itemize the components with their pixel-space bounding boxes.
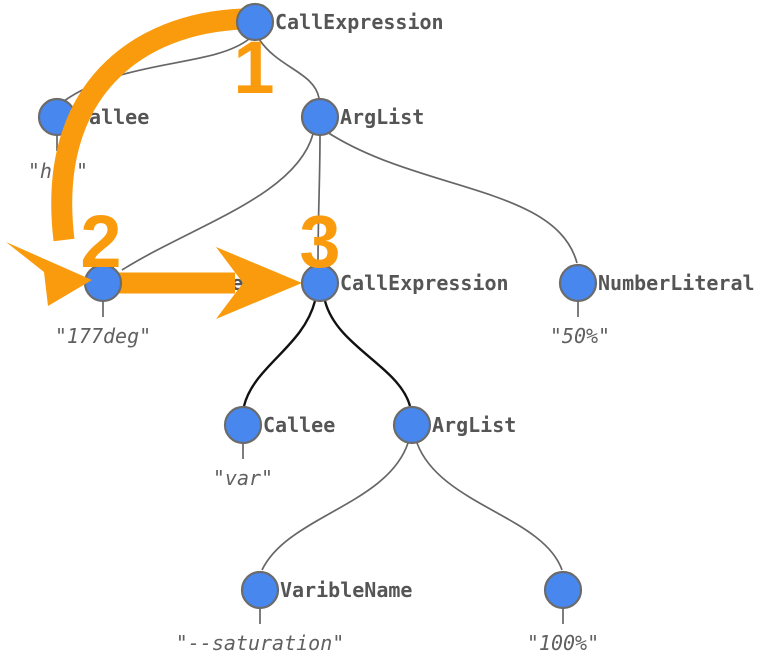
node-callexpression-inner-circle [300,263,340,303]
step-2-number: 2 [80,200,121,283]
node-arglist-outer-circle [300,97,340,137]
label-numberliteral-pct: NumberLiteral [598,271,755,295]
edge-arglist-to-callexpression [317,135,321,265]
edge-call2-to-arglist2 [323,300,412,407]
label-arglist-inner: ArgList [432,413,516,437]
step-3-number: 3 [299,200,340,283]
edge-arglist2-to-variblename [261,442,409,571]
node-callee-var-circle [223,405,263,445]
traversal-arrow-2-3-head [216,247,302,319]
value-50pct: "50%" [550,324,610,348]
label-callee-var: Callee [263,413,335,437]
edge-call2-to-callee2 [242,300,317,407]
value-saturation: "--saturation" [176,631,345,655]
traversal-arrow-1-2-shaft [51,8,244,242]
node-numberliteral-pct-circle [558,263,598,303]
value-177deg: "177deg" [55,324,151,348]
node-arglist-inner-circle [392,405,432,445]
edge-arglist2-to-leaf [416,442,563,571]
edge-arglist-to-numberliteral-deg [121,133,314,271]
value-var: "var" [213,466,273,490]
node-root-callexpression-circle [235,2,275,42]
edge-root-to-arglist [258,38,320,99]
edge-arglist-to-numberliteral-pct [326,131,578,264]
step-1-number: 1 [233,26,274,109]
label-variblename: VaribleName [280,578,412,602]
label-callexpression-inner: CallExpression [340,271,509,295]
label-arglist-outer: ArgList [340,105,424,129]
node-variblename-circle [240,570,280,610]
traversal-arrow-1-2-head [6,242,92,306]
value-100pct: "100%" [527,631,599,655]
label-root-callexpression: CallExpression [275,10,444,34]
node-leaf-100pct-circle [543,570,583,610]
